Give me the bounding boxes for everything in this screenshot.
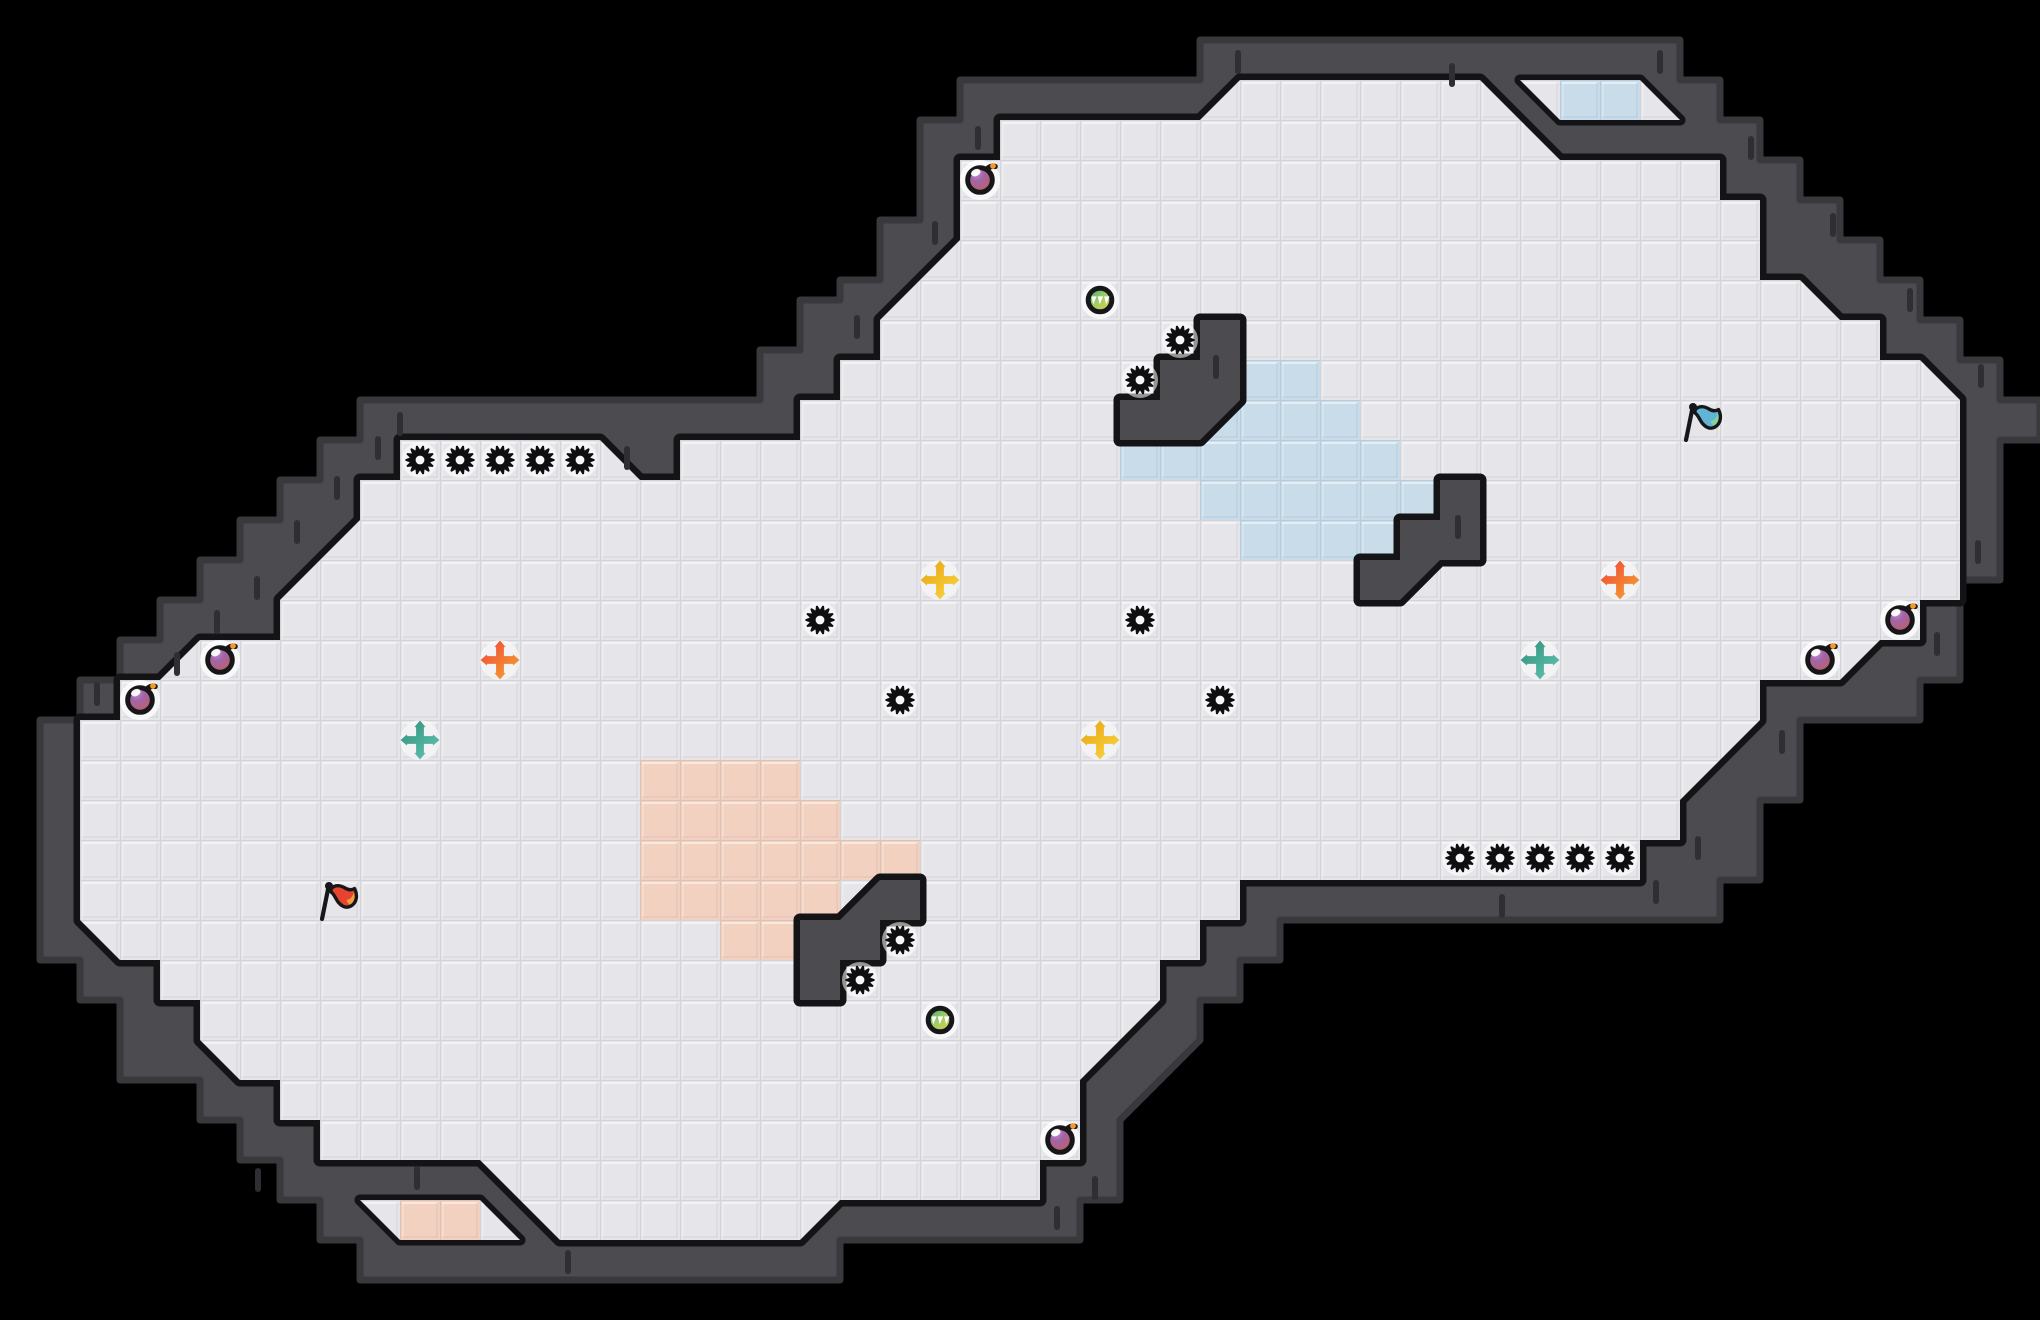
saw-gear-icon[interactable] [1202, 682, 1238, 718]
flag-red-icon[interactable] [319, 882, 359, 922]
saw-gear-icon[interactable] [882, 682, 918, 718]
mine-bomb-icon[interactable] [200, 640, 240, 680]
mine-bomb-icon[interactable] [1040, 1120, 1080, 1160]
saw-gear-icon[interactable] [402, 442, 438, 478]
speed-orbs[interactable] [921, 281, 1119, 1039]
spawn-crosses[interactable] [400, 560, 1640, 760]
saw-gear-icon[interactable] [1122, 602, 1158, 638]
saw-gear-icon[interactable] [1162, 322, 1198, 358]
saw-gear-icon[interactable] [1522, 840, 1558, 876]
saw-gears[interactable] [402, 322, 1638, 998]
wall-island-blue [1360, 480, 1480, 600]
spawn-cross-teal-icon[interactable] [1520, 640, 1560, 680]
saw-gear-icon[interactable] [482, 442, 518, 478]
saw-gear-icon[interactable] [842, 962, 878, 998]
saw-gear-icon[interactable] [1122, 362, 1158, 398]
saw-gear-icon[interactable] [562, 442, 598, 478]
wall-joint-ticks [94, 50, 1984, 1274]
spawn-cross-teal-icon[interactable] [400, 720, 440, 760]
mines[interactable] [120, 160, 1920, 1160]
spawn-cross-yellow-icon[interactable] [1080, 720, 1120, 760]
mine-bomb-icon[interactable] [1880, 600, 1920, 640]
mine-bomb-icon[interactable] [120, 680, 160, 720]
saw-gear-icon[interactable] [442, 442, 478, 478]
mine-bomb-icon[interactable] [1800, 640, 1840, 680]
wall-island-top [1120, 320, 1240, 440]
spawn-cross-yellow-icon[interactable] [920, 560, 960, 600]
saw-gear-icon[interactable] [1442, 840, 1478, 876]
spawn-cross-orange-icon[interactable] [1600, 560, 1640, 600]
speed-orb-icon[interactable] [1081, 281, 1119, 319]
speed-orb-icon[interactable] [921, 1001, 959, 1039]
saw-gear-icon[interactable] [1562, 840, 1598, 876]
saw-gear-icon[interactable] [1602, 840, 1638, 876]
spawn-cross-orange-icon[interactable] [480, 640, 520, 680]
saw-gear-icon[interactable] [522, 442, 558, 478]
flags[interactable] [319, 403, 1723, 922]
saw-gear-icon[interactable] [802, 602, 838, 638]
flag-teal-icon[interactable] [1683, 403, 1723, 443]
wall-island-pink [800, 880, 920, 1000]
saw-gear-icon[interactable] [882, 922, 918, 958]
saw-gear-icon[interactable] [1482, 840, 1518, 876]
mine-bomb-icon[interactable] [960, 160, 1000, 200]
